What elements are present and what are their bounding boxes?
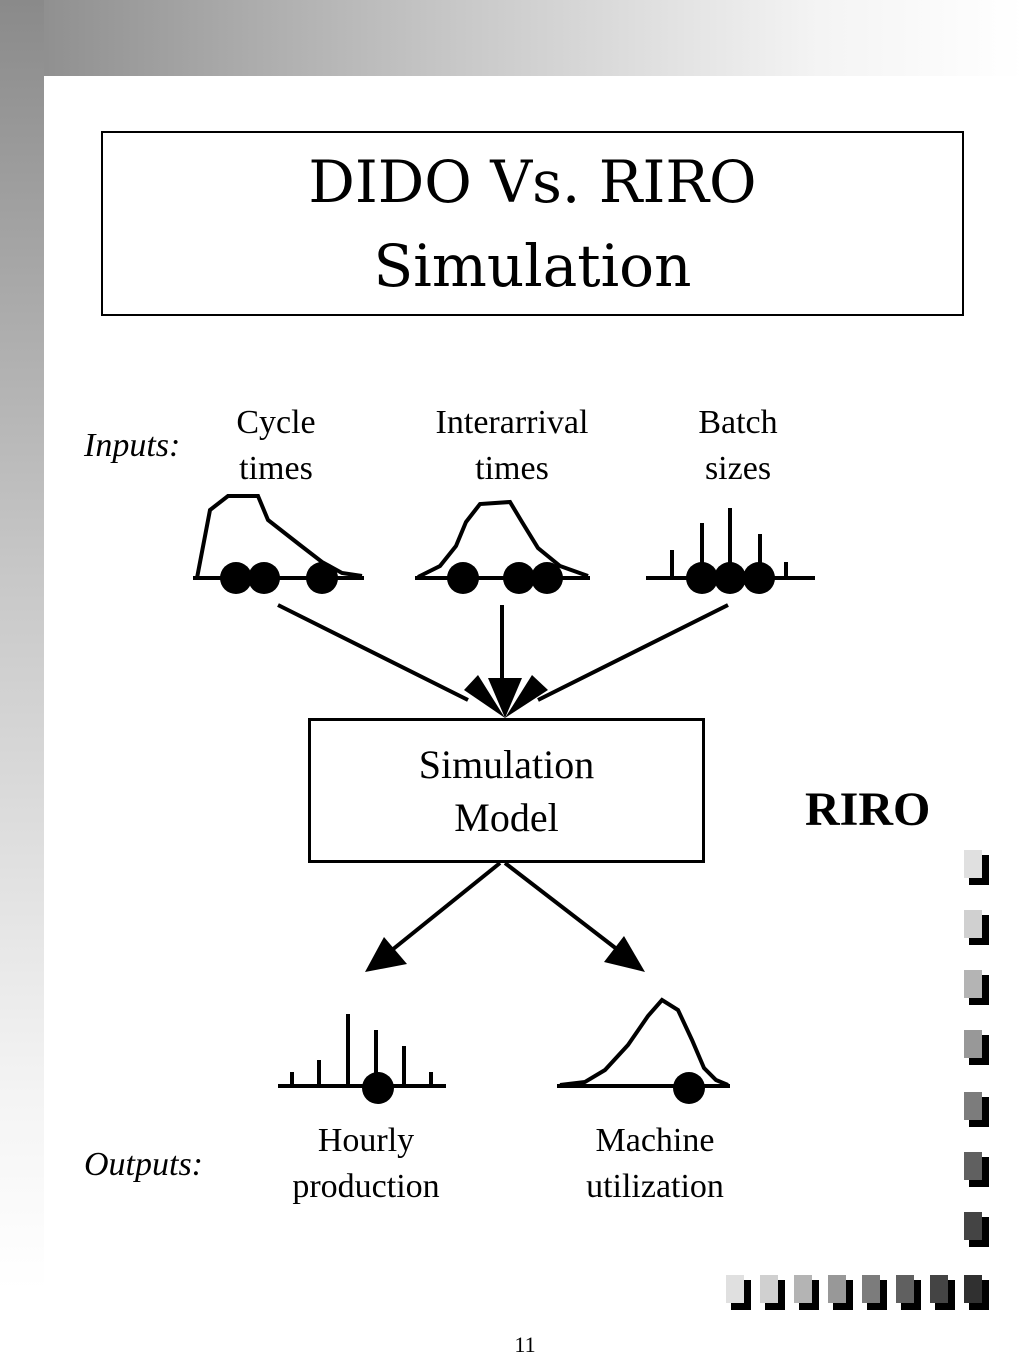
input-cycle-times-label: Cycle times bbox=[196, 400, 356, 492]
arrowhead bbox=[604, 936, 645, 972]
cycle-times-distribution bbox=[193, 494, 364, 580]
deco-square bbox=[896, 1275, 921, 1310]
title-box: DIDO Vs. RIRO Simulation bbox=[101, 131, 964, 316]
production-result-dot bbox=[362, 1072, 394, 1104]
hourly-production-distribution bbox=[278, 1014, 446, 1088]
sample-dot bbox=[686, 562, 718, 594]
arrowhead bbox=[464, 675, 505, 718]
sample-dot bbox=[248, 562, 280, 594]
sample-dot bbox=[531, 562, 563, 594]
page-number: 11 bbox=[514, 1332, 536, 1357]
utilization-result-dot bbox=[673, 1072, 705, 1104]
riro-label: RIRO bbox=[805, 783, 931, 836]
batch-sample-dots bbox=[686, 562, 775, 594]
output-arrowheads bbox=[365, 936, 645, 972]
input-arrows bbox=[277, 603, 729, 702]
sample-dot bbox=[220, 562, 252, 594]
deco-square bbox=[828, 1275, 853, 1310]
input-interarrival-label: Interarrival times bbox=[412, 400, 612, 492]
output-machine-line2: utilization bbox=[586, 1168, 724, 1205]
deco-square bbox=[964, 1030, 989, 1065]
arrowhead bbox=[505, 675, 548, 718]
deco-square bbox=[964, 1152, 989, 1187]
output-machine-line1: Machine bbox=[595, 1122, 715, 1159]
interarrival-distribution bbox=[415, 499, 590, 580]
arrow-batch-to-model bbox=[537, 603, 729, 702]
deco-square bbox=[760, 1275, 785, 1310]
deco-square bbox=[726, 1275, 751, 1310]
sample-dot bbox=[306, 562, 338, 594]
sample-dot bbox=[503, 562, 535, 594]
sample-dot bbox=[714, 562, 746, 594]
input-cycle-line2: times bbox=[239, 450, 313, 487]
output-arrows bbox=[390, 861, 620, 952]
decorative-squares-column bbox=[964, 850, 989, 1247]
left-gradient-band bbox=[0, 0, 44, 1290]
cycle-curve bbox=[195, 494, 363, 579]
input-interarrival-line1: Interarrival bbox=[435, 404, 589, 441]
model-line2: Model bbox=[454, 794, 559, 840]
utilization-curve bbox=[559, 997, 729, 1087]
input-arrowheads bbox=[464, 675, 548, 718]
deco-square bbox=[964, 910, 989, 945]
title-line-2: Simulation bbox=[373, 231, 692, 300]
deco-square bbox=[964, 970, 989, 1005]
input-batch-line1: Batch bbox=[698, 404, 778, 441]
simulation-model-box: Simulation Model bbox=[308, 718, 705, 863]
output-machine-utilization-label: Machine utilization bbox=[565, 1118, 745, 1210]
deco-square bbox=[794, 1275, 819, 1310]
input-batch-line2: sizes bbox=[704, 450, 772, 487]
decorative-squares-row bbox=[726, 1275, 989, 1310]
arrow-model-to-production bbox=[390, 861, 502, 952]
model-line1: Simulation bbox=[418, 741, 595, 787]
sample-dot bbox=[447, 562, 479, 594]
output-hourly-production-label: Hourly production bbox=[276, 1118, 456, 1210]
arrow-model-to-utilization bbox=[503, 861, 620, 952]
arrow-cycle-to-model bbox=[277, 603, 469, 702]
machine-utilization-distribution bbox=[557, 997, 730, 1088]
output-hourly-line2: production bbox=[292, 1168, 440, 1205]
title-line-1: DIDO Vs. RIRO bbox=[308, 147, 757, 216]
inputs-label: Inputs: bbox=[84, 427, 181, 464]
outputs-label: Outputs: bbox=[84, 1146, 203, 1183]
deco-square bbox=[964, 1212, 989, 1247]
arrowhead bbox=[365, 937, 407, 972]
deco-square bbox=[964, 1275, 989, 1310]
top-gradient-band bbox=[0, 0, 1024, 76]
cycle-sample-dots bbox=[220, 562, 338, 594]
deco-square bbox=[964, 850, 989, 885]
output-hourly-line1: Hourly bbox=[317, 1122, 415, 1159]
arrowhead bbox=[488, 678, 522, 718]
interarrival-sample-dots bbox=[447, 562, 563, 594]
deco-square bbox=[964, 1092, 989, 1127]
deco-square bbox=[930, 1275, 955, 1310]
input-interarrival-line2: times bbox=[475, 450, 549, 487]
interarrival-curve bbox=[417, 499, 589, 579]
sample-dot bbox=[743, 562, 775, 594]
deco-square bbox=[862, 1275, 887, 1310]
input-batch-sizes-label: Batch sizes bbox=[668, 400, 808, 492]
input-cycle-line1: Cycle bbox=[236, 404, 316, 441]
